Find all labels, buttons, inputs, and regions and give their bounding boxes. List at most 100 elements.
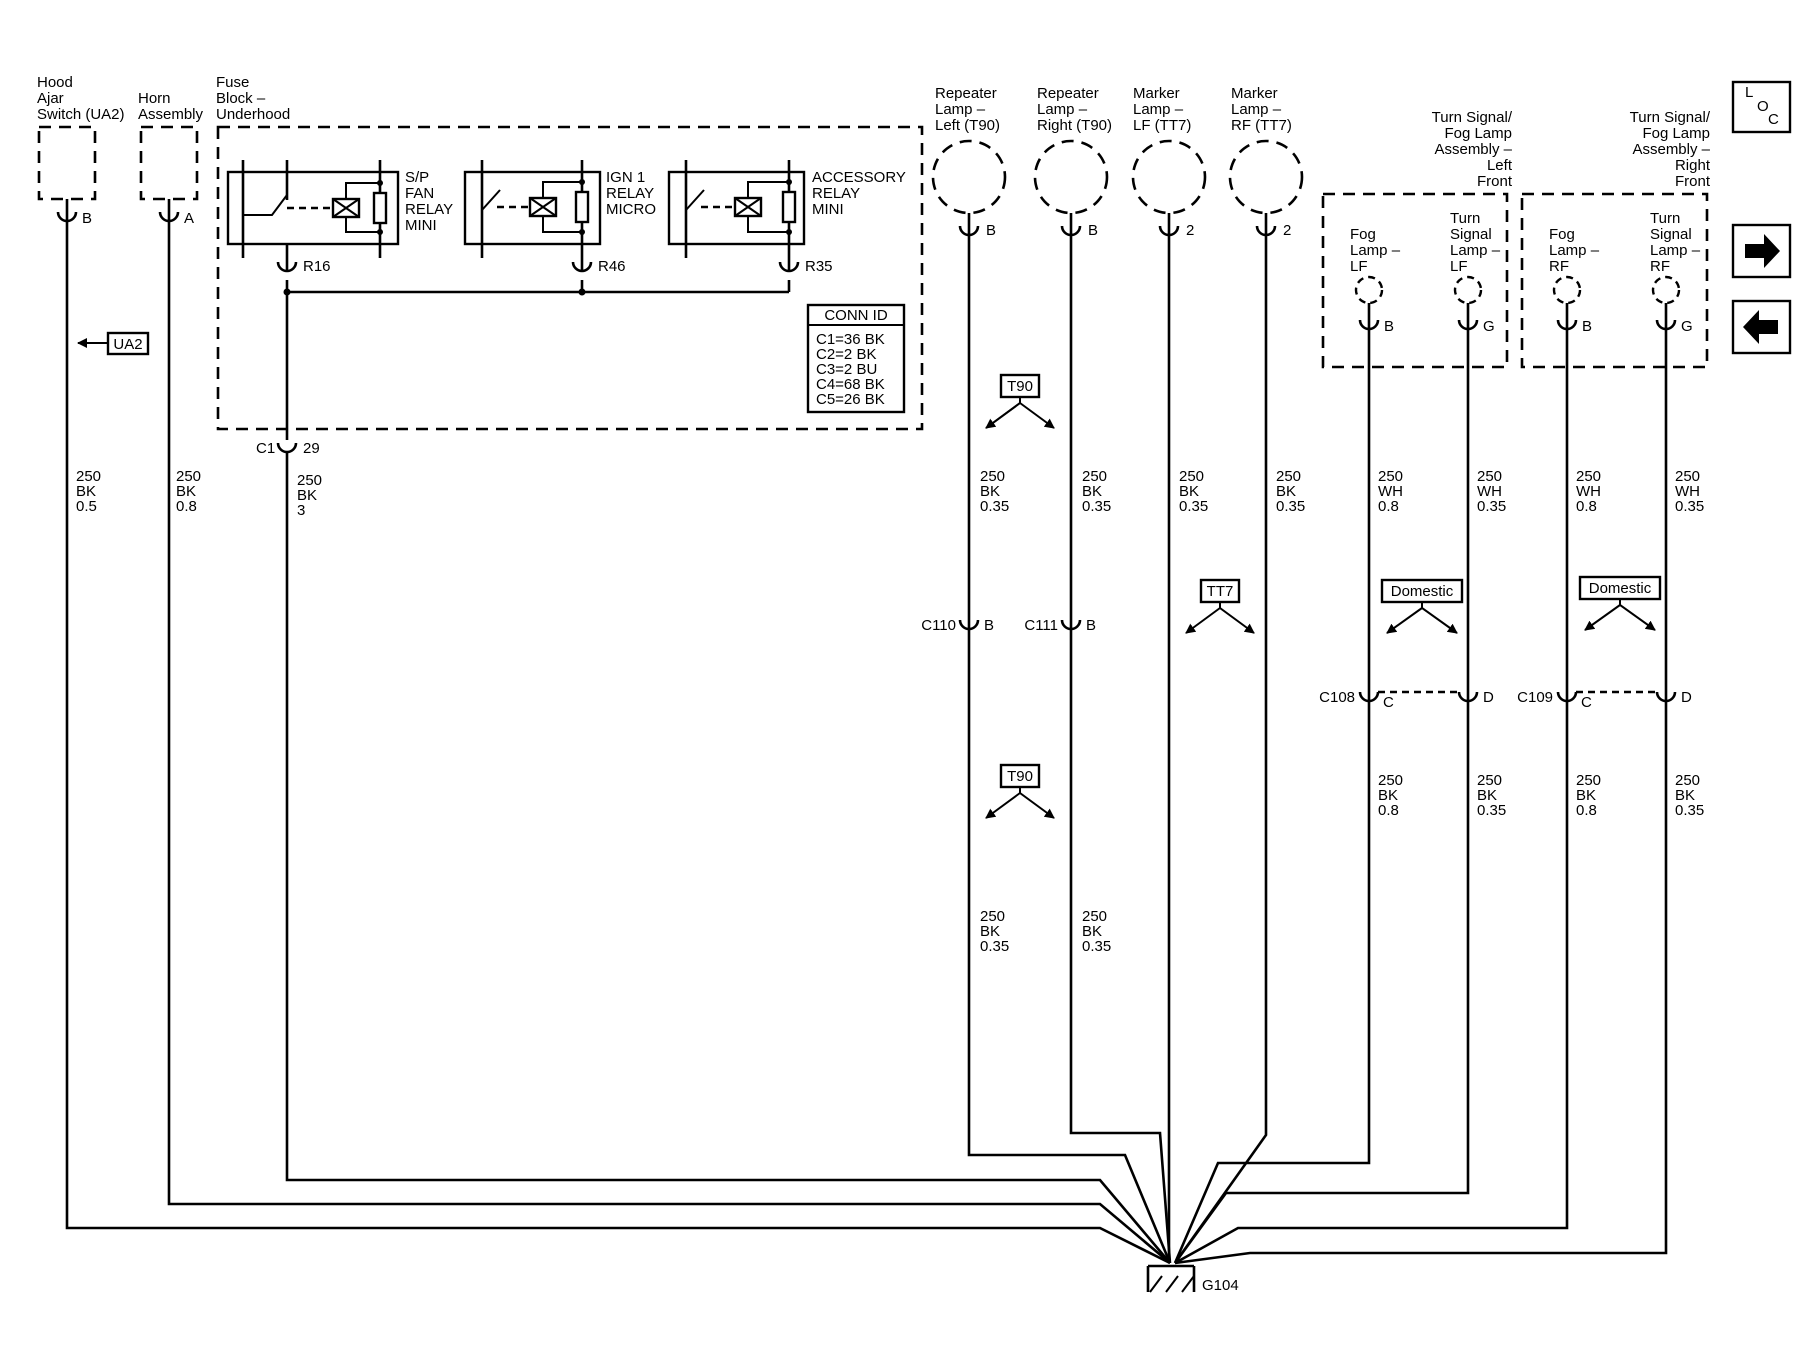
svg-text:BK: BK [1675, 787, 1695, 804]
wire-label-fuse: 250 BK 3 [297, 472, 322, 519]
svg-text:RF: RF [1549, 258, 1569, 275]
svg-text:RF (TT7): RF (TT7) [1231, 117, 1292, 134]
svg-text:C2=2 BK: C2=2 BK [816, 346, 876, 363]
svg-text:Lamp –: Lamp – [1450, 242, 1501, 259]
svg-text:250: 250 [1082, 468, 1107, 485]
svg-text:RELAY: RELAY [812, 185, 860, 202]
pin-label: B [1086, 617, 1096, 634]
sp-fan-relay-label: S/P FAN RELAY MINI [405, 169, 453, 234]
turn-fog-assembly-right-label: Turn Signal/ Fog Lamp Assembly – Right F… [1630, 109, 1711, 190]
svg-text:250: 250 [1276, 468, 1301, 485]
ground-wires [65, 221, 1668, 1265]
turn-fog-assembly-left-label: Turn Signal/ Fog Lamp Assembly – Left Fr… [1432, 109, 1513, 190]
svg-text:Front: Front [1477, 173, 1513, 190]
svg-text:MINI: MINI [812, 201, 844, 218]
svg-text:Block –: Block – [216, 90, 266, 107]
pin-label: C [1383, 694, 1394, 711]
svg-text:BK: BK [1082, 923, 1102, 940]
svg-text:Domestic: Domestic [1589, 580, 1652, 597]
svg-text:0.35: 0.35 [1477, 498, 1506, 515]
fuse-block-box [216, 125, 924, 431]
wire-label-horn: 250 BK 0.8 [176, 468, 201, 515]
wire-label-turn-lf-bottom: 250 BK 0.35 [1477, 772, 1506, 819]
svg-text:BK: BK [1477, 787, 1497, 804]
ua2-reference-link[interactable]: UA2 [77, 331, 150, 356]
wire-label-repeater-left-top: 250 BK 0.35 [980, 468, 1009, 515]
repeater-lamp-left-label: Repeater Lamp – Left (T90) [935, 85, 1000, 134]
pin-label: G [1681, 318, 1693, 335]
svg-text:Lamp –: Lamp – [1549, 242, 1600, 259]
svg-text:Repeater: Repeater [935, 85, 997, 102]
wire-label-marker-rf: 250 BK 0.35 [1276, 468, 1305, 515]
svg-text:Domestic: Domestic [1391, 583, 1454, 600]
svg-text:250: 250 [1675, 772, 1700, 789]
sp-fan-relay [226, 160, 400, 258]
pin-label: D [1681, 689, 1692, 706]
next-page-button[interactable] [1731, 223, 1792, 279]
svg-text:WH: WH [1378, 483, 1403, 500]
arrow-left-icon [1743, 310, 1778, 344]
svg-text:0.35: 0.35 [1276, 498, 1305, 515]
repeater-lamp-left [931, 139, 1007, 215]
fog-lamp-lf [1354, 275, 1384, 305]
svg-text:WH: WH [1477, 483, 1502, 500]
svg-text:0.8: 0.8 [1576, 498, 1597, 515]
svg-text:RELAY: RELAY [405, 201, 453, 218]
svg-text:0.35: 0.35 [980, 498, 1009, 515]
svg-text:BK: BK [980, 483, 1000, 500]
ign1-relay-label: IGN 1 RELAY MICRO [606, 169, 656, 218]
svg-text:WH: WH [1576, 483, 1601, 500]
svg-text:Repeater: Repeater [1037, 85, 1099, 102]
svg-text:Left (T90): Left (T90) [935, 117, 1000, 134]
ground-g104-symbol [1146, 1264, 1196, 1293]
svg-text:Fog Lamp: Fog Lamp [1642, 125, 1710, 142]
marker-lamp-lf-label: Marker Lamp – LF (TT7) [1133, 85, 1191, 134]
fog-lamp-lf-label: Fog Lamp – LF [1350, 226, 1401, 275]
svg-text:S/P: S/P [405, 169, 429, 186]
svg-text:Underhood: Underhood [216, 106, 290, 123]
svg-text:Ajar: Ajar [37, 90, 64, 107]
svg-text:C5=26 BK: C5=26 BK [816, 391, 885, 408]
previous-page-button[interactable] [1731, 299, 1792, 355]
pin-label: R16 [303, 258, 331, 275]
fog-lamp-rf-label: Fog Lamp – RF [1549, 226, 1600, 275]
svg-text:BK: BK [1276, 483, 1296, 500]
option-flag-domestic-left: Domestic [1380, 578, 1464, 634]
svg-text:0.8: 0.8 [176, 498, 197, 515]
pin-label: D [1483, 689, 1494, 706]
svg-text:250: 250 [1477, 468, 1502, 485]
svg-text:BK: BK [1378, 787, 1398, 804]
svg-text:Turn Signal/: Turn Signal/ [1630, 109, 1711, 126]
pin-label: B [986, 222, 996, 239]
svg-text:LF (TT7): LF (TT7) [1133, 117, 1191, 134]
svg-text:250: 250 [980, 468, 1005, 485]
pin-label: 2 [1283, 222, 1291, 239]
pin-label: 29 [303, 440, 320, 457]
turn-lamp-lf-label: Turn Signal Lamp – LF [1450, 210, 1501, 275]
svg-text:Switch (UA2): Switch (UA2) [37, 106, 125, 123]
repeater-lamp-right-label: Repeater Lamp – Right (T90) [1037, 85, 1112, 134]
svg-text:3: 3 [297, 502, 305, 519]
svg-text:Lamp –: Lamp – [1133, 101, 1184, 118]
svg-text:C1=36 BK: C1=36 BK [816, 331, 885, 348]
svg-text:250: 250 [1576, 772, 1601, 789]
pin-label: C [1581, 694, 1592, 711]
svg-text:250: 250 [1477, 772, 1502, 789]
svg-text:BK: BK [176, 483, 196, 500]
svg-text:0.35: 0.35 [1179, 498, 1208, 515]
ground-g104-label: G104 [1202, 1277, 1239, 1294]
svg-text:BK: BK [1082, 483, 1102, 500]
conn-id-table: CONN ID C1=36 BK C2=2 BK C3=2 BU C4=68 B… [806, 303, 906, 414]
svg-text:Left: Left [1487, 157, 1513, 174]
loc-button[interactable]: L O C [1731, 80, 1792, 134]
connector-terminals [56, 199, 1677, 703]
svg-text:0.35: 0.35 [1675, 498, 1704, 515]
svg-text:BK: BK [297, 487, 317, 504]
svg-text:Lamp –: Lamp – [1650, 242, 1701, 259]
option-flag-t90-upper: T90 [985, 373, 1054, 428]
svg-text:0.8: 0.8 [1576, 802, 1597, 819]
hood-ajar-switch-label: Hood Ajar Switch (UA2) [37, 74, 125, 123]
connector-c1-label: C1 [256, 440, 275, 457]
wire-label-turn-lf-top: 250 WH 0.35 [1477, 468, 1506, 515]
